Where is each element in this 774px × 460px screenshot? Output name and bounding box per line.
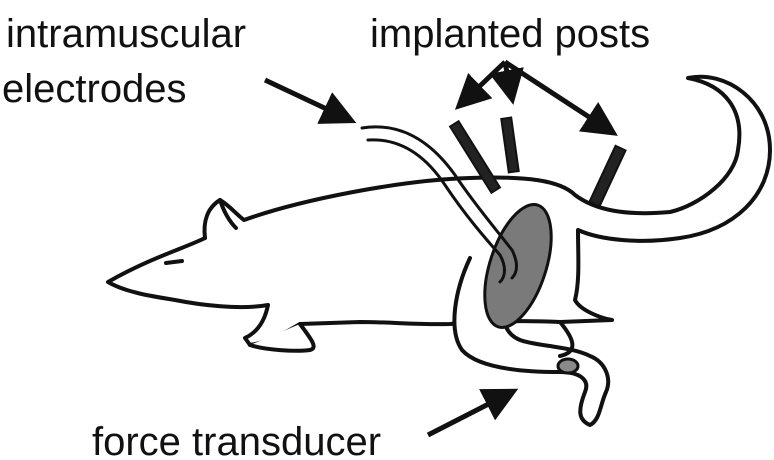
label-electrodes: electrodes (2, 67, 187, 111)
post-3 (589, 146, 625, 207)
arrow-electrodes (265, 80, 350, 120)
arrow-post-3 (505, 62, 612, 132)
label-force-transducer: force transducer (92, 420, 381, 460)
label-intramuscular: intramuscular (6, 12, 246, 56)
rat-body (108, 77, 770, 425)
label-implanted-posts: implanted posts (370, 12, 650, 56)
arrow-post-1 (460, 62, 505, 105)
post-2 (501, 118, 518, 173)
arrow-force-transducer (428, 392, 512, 435)
force-transducer-clamp (558, 359, 578, 373)
rat-eye (166, 261, 182, 263)
